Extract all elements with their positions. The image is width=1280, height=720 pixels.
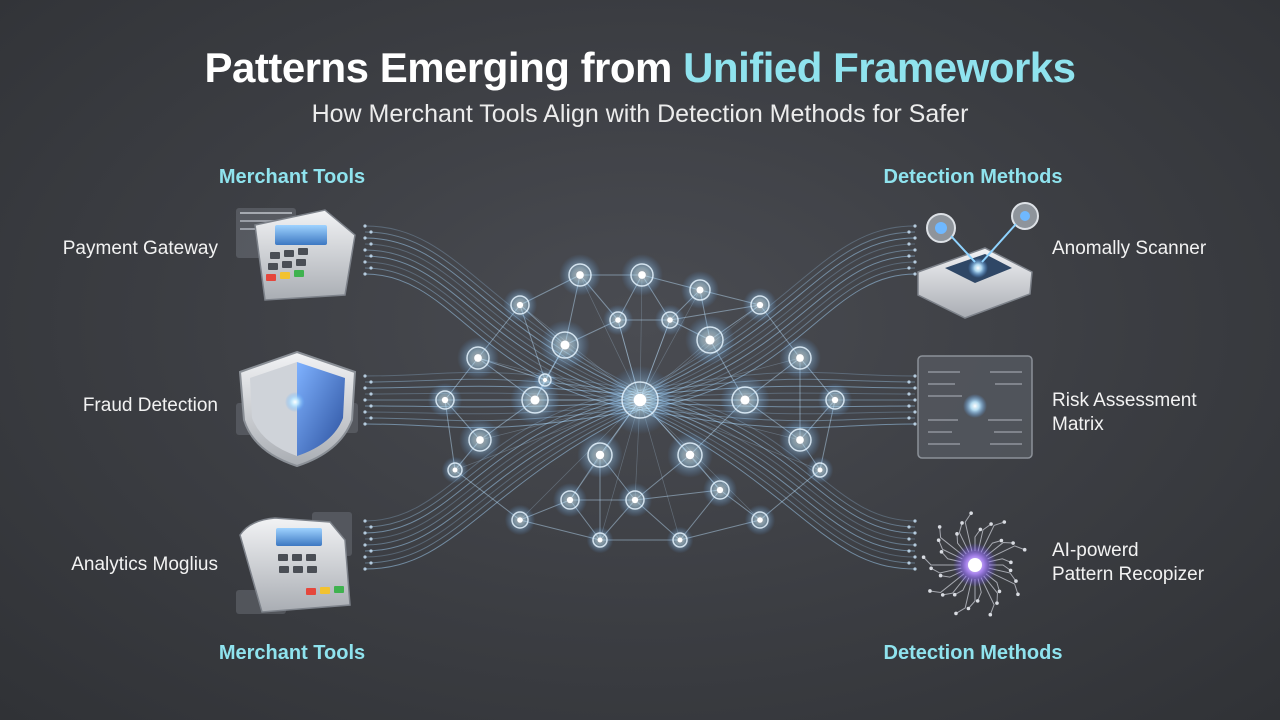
detection-methods-heading-bottom: Detection Methods [883, 642, 1063, 664]
fraud-detection-label: Fraud Detection [82, 395, 218, 416]
anomaly-scanner-label: Anomally Scanner [1052, 238, 1207, 259]
risk-matrix-label: Risk Assessment Matrix [1052, 389, 1252, 437]
ai-chip-icon [921, 511, 1027, 617]
payment-gateway-label: Payment Gateway [62, 238, 218, 259]
analytics-label: Analytics Moglius [71, 554, 218, 575]
shield-icon [236, 350, 358, 468]
ai-recognizer-label: AI-powerd Pattern Recopizer [1052, 539, 1252, 587]
page-subtitle: How Merchant Tools Align with Detection … [311, 100, 969, 128]
scanner-icon [917, 202, 1039, 319]
ai-recognizer-label-line2: Pattern Recopizer [1052, 564, 1205, 585]
card-terminal-icon [236, 512, 352, 614]
page-title: Patterns Emerging from Unified Framework… [204, 44, 1076, 91]
merchant-tools-heading-bottom: Merchant Tools [218, 642, 366, 664]
merchant-tools-heading-top: Merchant Tools [218, 166, 366, 188]
risk-matrix-label-line1: Risk Assessment [1052, 390, 1197, 411]
matrix-icon [917, 355, 1033, 459]
risk-matrix-label-line2: Matrix [1052, 414, 1104, 435]
detection-methods-heading-top: Detection Methods [883, 166, 1063, 188]
pos-terminal-icon [236, 208, 356, 301]
ai-recognizer-label-line1: AI-powerd [1052, 540, 1139, 561]
mesh-nodes [427, 254, 853, 554]
